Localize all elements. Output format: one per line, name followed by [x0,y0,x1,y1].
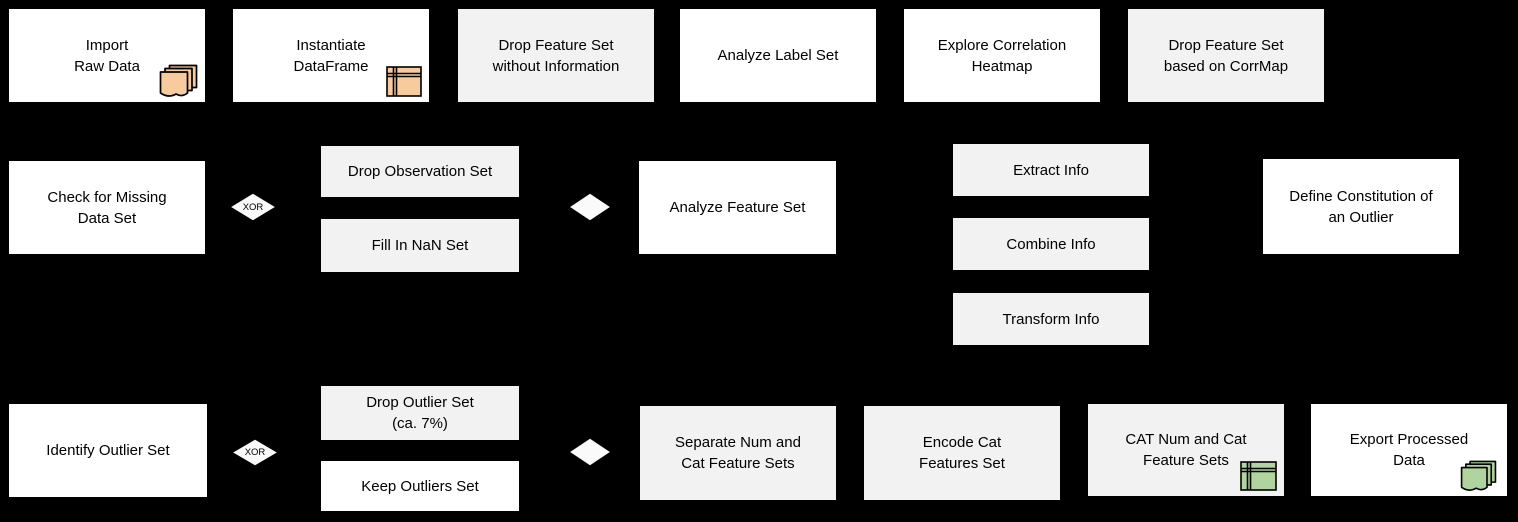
stacked-documents-icon [159,64,198,97]
node-label: Export Processed Data [1349,431,1469,469]
node-label: Fill In NaN Set [371,237,469,254]
node-label: Explore Correlation Heatmap [937,36,1067,75]
node-keep-outliers-set: Keep Outliers Set [320,460,520,512]
node-label: Analyze Label Set [717,47,839,64]
xor-gateway-missing: XOR [229,192,277,222]
node-label: Keep Outliers Set [361,477,479,495]
diamond-icon [568,437,612,467]
node-drop-feature-set-without-information: Drop Feature Set without Information [457,8,655,103]
node-combine-info: Combine Info [952,217,1150,271]
xor-gateway-outlier: XOR [231,438,279,467]
diamond-icon [229,192,277,222]
node-label: Encode Cat Features Set [919,434,1005,472]
node-encode-cat-features-set: Encode Cat Features Set [863,405,1061,501]
node-analyze-feature-set: Analyze Feature Set [638,160,837,255]
node-export-processed-data: Export Processed Data [1310,403,1508,497]
node-explore-correlation-heatmap: Explore Correlation Heatmap [903,8,1101,103]
diamond-icon [231,438,279,467]
node-separate-num-cat-feature-sets: Separate Num and Cat Feature Sets [639,405,837,501]
node-check-for-missing-data-set: Check for Missing Data Set [8,160,206,255]
node-label: Separate Num and Cat Feature Sets [675,434,801,472]
node-drop-feature-set-corrmap: Drop Feature Set based on CorrMap [1127,8,1325,103]
dataframe-table-icon [386,66,422,97]
node-drop-outlier-set: Drop Outlier Set (ca. 7%) [320,385,520,441]
node-label: Instantiate DataFrame [293,36,369,75]
node-analyze-label-set: Analyze Label Set [679,8,877,103]
diamond-icon [568,192,612,222]
node-label: Identify Outlier Set [46,442,170,459]
node-define-constitution-of-outlier: Define Constitution of an Outlier [1262,158,1460,255]
node-fill-in-nan-set: Fill In NaN Set [320,218,520,273]
node-label: Analyze Feature Set [669,199,806,216]
node-label: Extract Info [1013,161,1089,179]
node-label: Check for Missing Data Set [47,188,167,227]
node-label: Drop Outlier Set (ca. 7%) [366,394,474,432]
node-cat-num-cat-feature-sets: CAT Num and Cat Feature Sets [1087,403,1285,497]
node-label: CAT Num and Cat Feature Sets [1125,431,1247,469]
node-label: Combine Info [1006,235,1096,253]
node-identify-outlier-set: Identify Outlier Set [8,403,208,498]
node-label: Drop Feature Set based on CorrMap [1163,36,1289,75]
node-transform-info: Transform Info [952,292,1150,346]
node-extract-info: Extract Info [952,143,1150,197]
gateway-label: XOR [242,201,264,213]
merge-gateway-missing [568,192,612,222]
node-instantiate-dataframe: Instantiate DataFrame [232,8,430,103]
node-label: Drop Feature Set without Information [492,36,620,75]
node-label: Define Constitution of an Outlier [1289,187,1433,226]
gateway-label: XOR [244,447,266,458]
dataframe-table-icon [1240,461,1277,491]
node-import-raw-data: Import Raw Data [8,8,206,103]
merge-gateway-outlier [568,437,612,467]
node-label: Transform Info [1002,310,1100,328]
stacked-documents-icon [1460,460,1497,491]
node-label: Drop Observation Set [347,163,493,180]
node-drop-observation-set: Drop Observation Set [320,145,520,198]
node-label: Import Raw Data [74,36,140,75]
